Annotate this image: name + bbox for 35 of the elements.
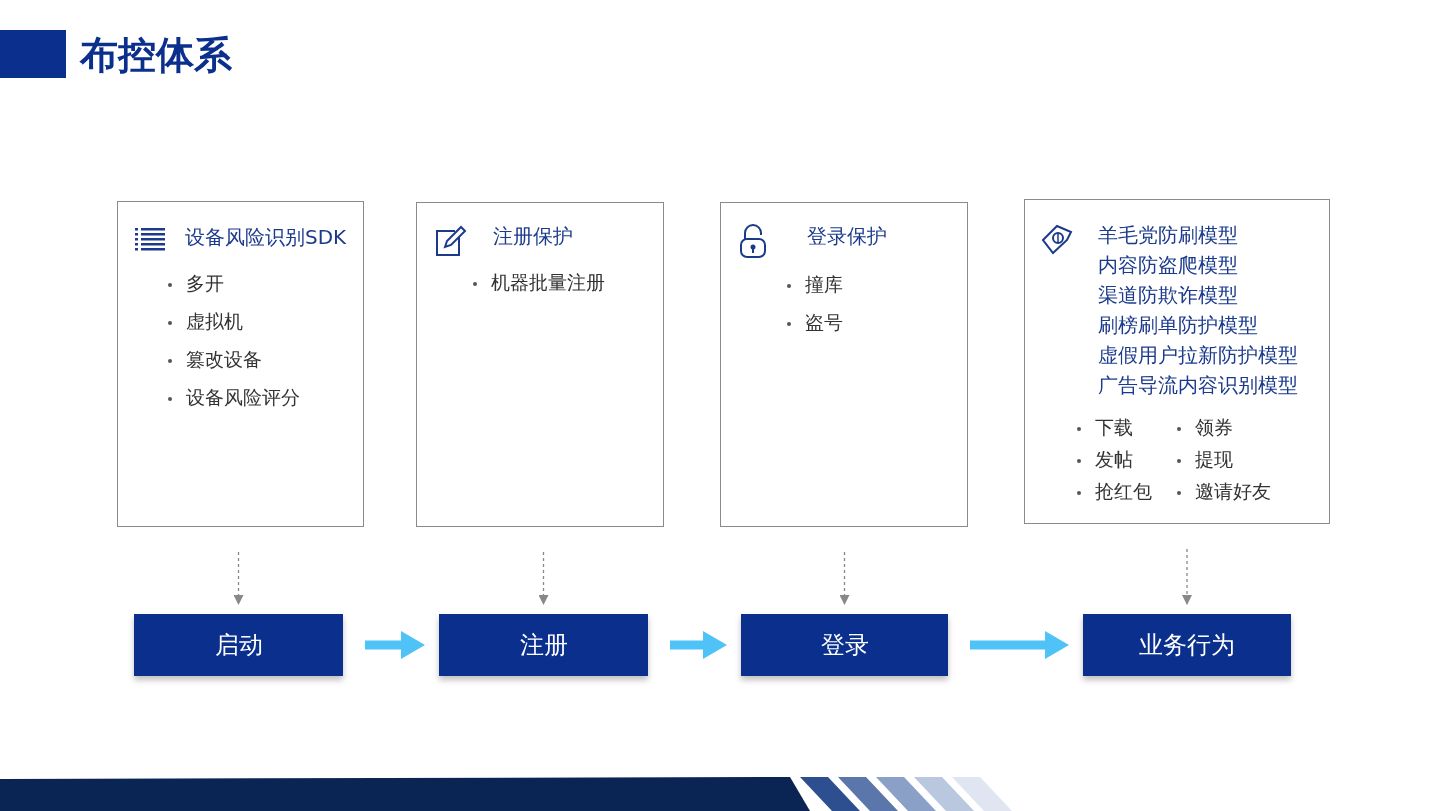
feature-card <box>117 201 364 527</box>
feature-heading: 渠道防欺诈模型 <box>1098 282 1238 309</box>
feature-heading: 设备风险识别SDK <box>185 224 347 251</box>
bullet-item: 设备风险评分 <box>186 386 300 408</box>
feature-card <box>720 202 968 527</box>
process-box <box>439 614 648 676</box>
feature-heading: 内容防盗爬模型 <box>1098 252 1238 279</box>
bullet-item: 邀请好友 <box>1195 480 1271 502</box>
feature-heading: 羊毛党防刷模型 <box>1098 222 1238 249</box>
step-label: 业务行为 <box>1139 630 1235 661</box>
feature-heading: 广告导流内容识别模型 <box>1098 372 1298 399</box>
process-box <box>134 614 343 676</box>
bullet-item: 领券 <box>1195 416 1233 438</box>
feature-heading: 刷榜刷单防护模型 <box>1098 312 1258 339</box>
step-label: 注册 <box>519 630 568 661</box>
bullet-item: 篡改设备 <box>186 348 262 370</box>
bullet-item: 下载 <box>1095 416 1133 438</box>
slide-title: 布控体系 <box>80 32 232 79</box>
bullet-item: 撞库 <box>805 273 843 295</box>
bullet-item: 虚拟机 <box>186 310 243 332</box>
process-box <box>1083 614 1291 676</box>
feature-heading: 注册保护 <box>493 223 573 250</box>
bullet-item: 提现 <box>1195 448 1233 470</box>
bullet-item: 盗号 <box>805 311 843 333</box>
process-box <box>741 614 948 676</box>
bullet-item: 抢红包 <box>1095 480 1152 502</box>
feature-heading: 登录保护 <box>807 223 887 250</box>
feature-heading: 虚假用户拉新防护模型 <box>1098 342 1298 369</box>
feature-card <box>416 202 664 527</box>
bullet-item: 多开 <box>186 272 224 294</box>
bullet-item: 发帖 <box>1095 448 1133 470</box>
bullet-item: 机器批量注册 <box>491 271 605 293</box>
step-label: 启动 <box>214 630 263 661</box>
feature-card <box>1024 199 1330 524</box>
step-label: 登录 <box>820 630 869 661</box>
